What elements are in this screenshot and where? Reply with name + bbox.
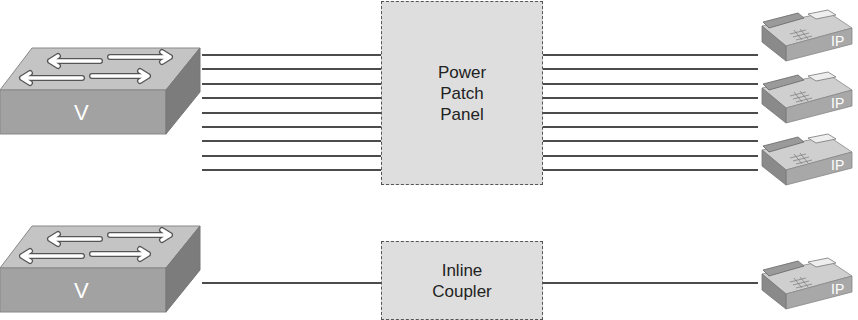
- connector-line: [202, 282, 381, 284]
- phone-label: IP: [831, 33, 844, 49]
- ip-phone-icon: IP: [758, 4, 854, 62]
- switch-drawing: [0, 224, 202, 314]
- connector-line: [543, 282, 758, 284]
- phone-label: IP: [831, 281, 844, 297]
- phone-label: IP: [831, 95, 844, 111]
- box-label: Power Patch Panel: [422, 62, 502, 125]
- device-box: Inline Coupler: [381, 241, 543, 320]
- switch-label: V: [74, 100, 89, 126]
- connector-line: [543, 54, 758, 56]
- ip-phone-icon: IP: [758, 66, 854, 124]
- ip-phone-icon: IP: [758, 252, 854, 310]
- switch-drawing: [0, 46, 202, 136]
- phone-label: IP: [831, 157, 844, 173]
- connector-line: [543, 155, 758, 157]
- switch-icon: V: [0, 46, 202, 136]
- switch-label: V: [74, 278, 89, 304]
- box-label: Inline Coupler: [422, 260, 502, 302]
- connector-line: [543, 97, 758, 99]
- switch-icon: V: [0, 224, 202, 314]
- connector-line: [202, 112, 381, 114]
- ip-phone-icon: IP: [758, 128, 854, 186]
- device-box: Power Patch Panel: [381, 1, 543, 185]
